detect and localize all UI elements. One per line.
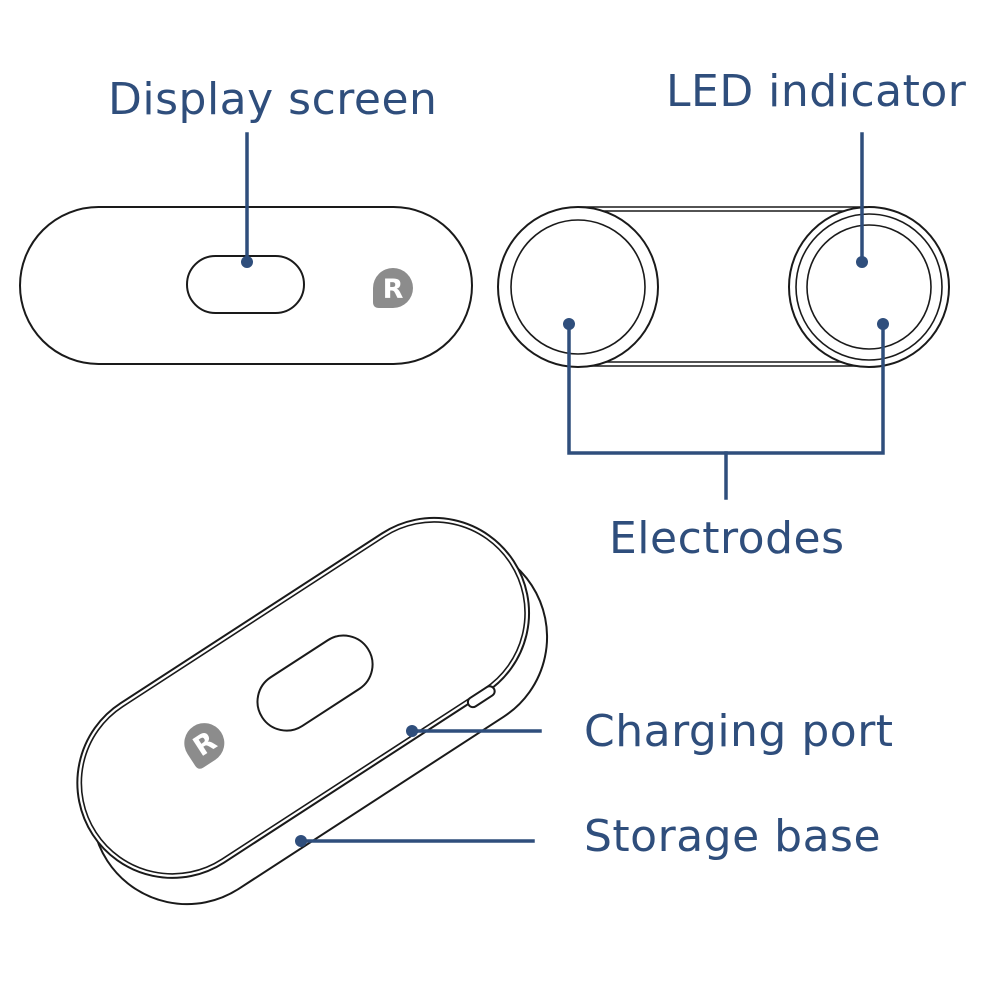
electrode-right [806,224,932,350]
electrodes-label: Electrodes [609,513,845,564]
electrode-left-dot [563,318,575,330]
svg-text:R: R [383,274,404,305]
led-indicator-label: LED indicator [666,66,967,117]
storage-base-dot [295,835,307,847]
charging-port-dot [406,725,418,737]
device-perspective-view [76,516,549,906]
electrode-left-outer [497,206,659,368]
charging-port-slot [466,685,496,709]
electrode-left [510,219,646,355]
device-top-view: R [19,206,473,365]
electrode-right-ring [795,213,943,361]
electrode-right-outer [788,206,950,368]
display-screen-window-perspective [256,634,374,732]
leader-lines [245,132,885,843]
electrode-right-dot [877,318,889,330]
display-screen-dot [241,256,253,268]
charging-port-label: Charging port [584,706,894,757]
storage-base-label: Storage base [584,811,881,862]
led-indicator-dot [856,256,868,268]
labels: Display screen LED indicator Electrodes … [108,66,967,862]
logo-perspective-icon: R [184,723,225,769]
logo-icon: R [373,268,413,308]
display-screen-label: Display screen [108,74,437,125]
device-side-view [497,206,950,368]
leader-dots [241,256,889,847]
